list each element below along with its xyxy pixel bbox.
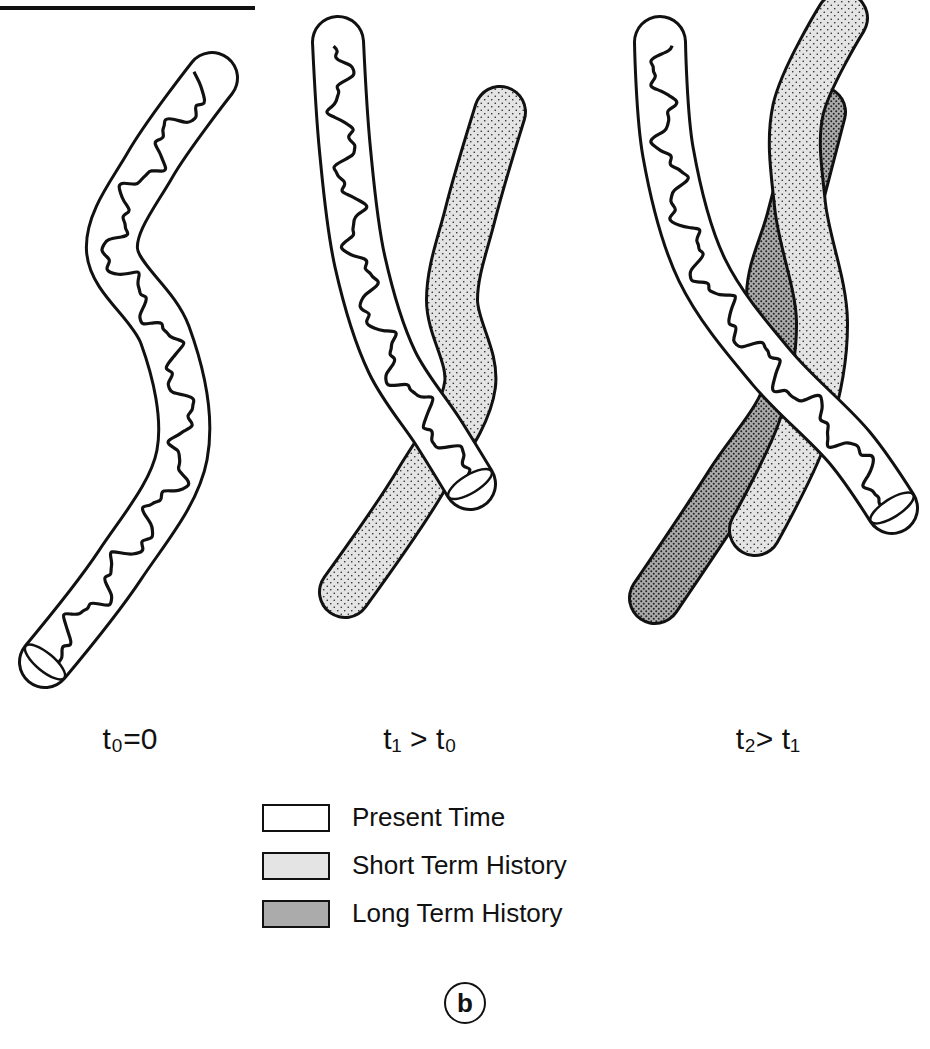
present-tube: [327, 42, 496, 505]
tube-group: [20, 18, 918, 685]
tube-end-cap: [20, 639, 70, 685]
tube-body: [660, 42, 892, 508]
legend-row: Short Term History: [262, 850, 567, 881]
legend-text: Long Term History: [352, 898, 563, 929]
time-label: t₁ > t₀: [383, 722, 456, 756]
polymer-chain: [651, 46, 886, 506]
time-label: t₂> t₁: [736, 722, 800, 756]
tube-outline: [338, 42, 470, 484]
present-tube: [20, 72, 212, 685]
legend-swatch: [262, 804, 330, 832]
tube-end-cap: [444, 463, 496, 504]
time-label: t₀=0: [103, 722, 158, 756]
tube-outline: [45, 78, 212, 662]
panel-letter-circle: b: [444, 982, 486, 1024]
legend-swatch: [262, 900, 330, 928]
tube-body: [338, 42, 470, 484]
heading-rule: [0, 6, 255, 10]
legend-row: Long Term History: [262, 898, 563, 929]
present-tube: [651, 42, 918, 529]
tube-end-cap: [866, 487, 918, 529]
tube-outline: [660, 42, 892, 508]
legend-text: Present Time: [352, 802, 505, 833]
legend-row: Present Time: [262, 802, 505, 833]
legend-text: Short Term History: [352, 850, 567, 881]
polymer-chain: [56, 72, 204, 666]
polymer-chain: [327, 46, 470, 477]
panel-letter: b: [457, 990, 473, 1016]
legend-swatch: [262, 852, 330, 880]
tube-body: [45, 78, 212, 662]
